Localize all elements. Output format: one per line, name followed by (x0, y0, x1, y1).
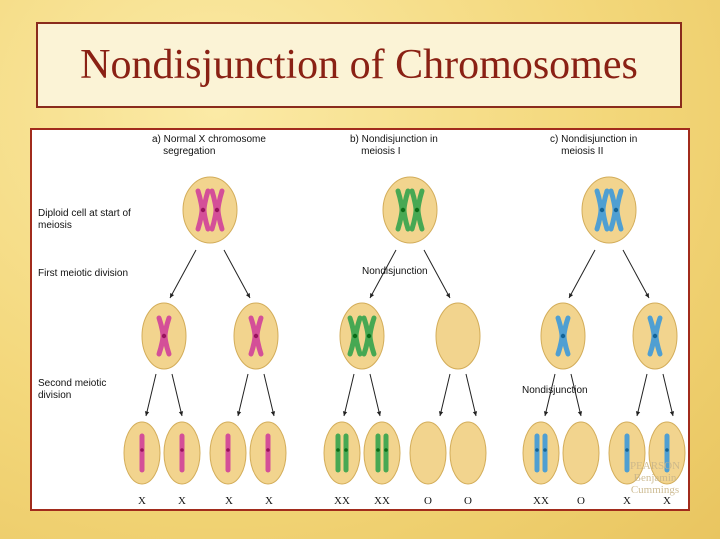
gamete-label-c2: O (577, 495, 585, 507)
arrow-second-b-2-right-head (472, 411, 478, 416)
gamete-label-a4: X (265, 495, 273, 507)
chromosome-first-c-1-centromere (560, 333, 566, 339)
row-label-second-division: Second meiotic division (38, 378, 107, 401)
arrow-first-c-left (568, 249, 596, 299)
arrow-second-c-1-right (570, 373, 582, 417)
arrow-first-a-left-head (170, 293, 175, 298)
chromosome-gamete-c-3-centromere (625, 448, 629, 452)
cell-gamete-b-1 (323, 421, 361, 485)
arrow-second-b-1-left-head (342, 411, 348, 416)
gamete-label-c4: X (663, 495, 671, 507)
chromosome-diploid-b-2-centromere (414, 207, 420, 213)
chromosome-gamete-a-3-centromere (226, 448, 230, 452)
column-heading-c: c) Nondisjunction in meiosis II (550, 134, 638, 157)
cell-diploid-b (382, 176, 438, 244)
chromosome-gamete-b-1b-centromere (344, 448, 348, 452)
arrow-second-c-2-left (636, 373, 648, 417)
arrow-second-c-1-right-head (577, 411, 583, 416)
arrow-first-b-left (369, 249, 397, 299)
arrow-first-a-right (223, 249, 251, 299)
arrow-first-a-left (169, 249, 197, 299)
annotation-nondisjunction-c: Nondisjunction (522, 385, 588, 396)
cell-first-b-1 (339, 302, 385, 370)
arrow-second-b-1-right-head (376, 411, 382, 416)
chromosome-diploid-a-2-centromere (214, 207, 220, 213)
chromosome-gamete-b-1a-centromere (336, 448, 340, 452)
chromosome-diploid-a-1-centromere (200, 207, 206, 213)
chromosome-first-a-1-centromere (161, 333, 167, 339)
cell-first-b-2 (435, 302, 481, 370)
chromosome-gamete-c-1b-centromere (543, 448, 547, 452)
chromosome-first-c-2-centromere (652, 333, 658, 339)
chromosome-gamete-a-1-centromere (140, 448, 144, 452)
arrow-second-c-1-left-head (543, 411, 549, 416)
gamete-label-b3: O (424, 495, 432, 507)
chromosome-gamete-a-2-centromere (180, 448, 184, 452)
arrow-second-a-2-left-head (236, 411, 242, 416)
cell-gamete-c-2 (562, 421, 600, 485)
arrow-second-a-1-left (145, 373, 157, 417)
chromosome-diploid-c-2-centromere (613, 207, 619, 213)
arrow-first-b-left-head (370, 293, 375, 298)
chromosome-first-a-2-centromere (253, 333, 259, 339)
arrow-second-c-2-left-head (635, 411, 641, 416)
chromosome-gamete-c-4-centromere (665, 448, 669, 452)
cell-gamete-b-2 (363, 421, 401, 485)
arrow-first-c-left-head (569, 293, 574, 298)
cell-diploid-c (581, 176, 637, 244)
slide-title: Nondisjunction of Chromosomes (80, 42, 638, 88)
gamete-label-a1: X (138, 495, 146, 507)
arrow-second-a-1-right (171, 373, 183, 417)
column-heading-a: a) Normal X chromosome segregation (152, 134, 266, 157)
arrow-first-b-right-head (445, 293, 450, 298)
arrow-first-c-right-head (644, 293, 649, 298)
row-label-first-division: First meiotic division (38, 268, 129, 279)
gamete-label-a2: X (178, 495, 186, 507)
arrow-second-b-2-left (439, 373, 451, 417)
arrow-second-b-1-right (369, 373, 381, 417)
title-box: Nondisjunction of Chromosomes (36, 22, 682, 108)
chromosome-first-b-1a-centromere (352, 333, 358, 339)
chromosome-diploid-b-1-centromere (400, 207, 406, 213)
annotation-nondisjunction-b: Nondisjunction (362, 266, 428, 277)
cell-diploid-a (182, 176, 238, 244)
arrow-second-c-2-right-head (669, 411, 675, 416)
gamete-label-b2: XX (374, 495, 390, 507)
gamete-label-c3: X (623, 495, 631, 507)
cell-gamete-b-4 (449, 421, 487, 485)
arrow-first-b-right (423, 249, 451, 299)
publisher-watermark: PEARSON Benjamin Cummings (629, 460, 681, 496)
arrow-second-b-2-right (465, 373, 477, 417)
arrow-first-a-right-head (245, 293, 250, 298)
cell-gamete-c-1 (522, 421, 560, 485)
chromosome-diploid-c-1-centromere (599, 207, 605, 213)
diagram-panel: Diploid cell at start of meiosis First m… (30, 128, 690, 511)
chromosome-gamete-a-4-centromere (266, 448, 270, 452)
gamete-label-c1: XX (533, 495, 549, 507)
cell-gamete-b-3 (409, 421, 447, 485)
arrow-second-a-2-left (237, 373, 249, 417)
arrow-second-a-2-right-head (270, 411, 276, 416)
row-label-diploid: Diploid cell at start of meiosis (38, 208, 131, 231)
chromosome-gamete-b-2a-centromere (376, 448, 380, 452)
arrow-second-c-2-right (662, 373, 674, 417)
arrow-second-a-2-right (263, 373, 275, 417)
gamete-label-b1: XX (334, 495, 350, 507)
arrow-first-c-right (622, 249, 650, 299)
chromosome-gamete-c-1a-centromere (535, 448, 539, 452)
gamete-label-b4: O (464, 495, 472, 507)
chromosome-first-b-1b-centromere (366, 333, 372, 339)
chromosome-gamete-b-2b-centromere (384, 448, 388, 452)
arrow-second-a-1-right-head (178, 411, 184, 416)
arrow-second-b-2-left-head (438, 411, 444, 416)
column-heading-b: b) Nondisjunction in meiosis I (350, 134, 438, 157)
arrow-second-a-1-left-head (144, 411, 150, 416)
arrow-second-b-1-left (343, 373, 355, 417)
arrow-second-c-1-left (544, 373, 556, 417)
meiosis-diagram (123, 176, 686, 485)
gamete-label-a3: X (225, 495, 233, 507)
